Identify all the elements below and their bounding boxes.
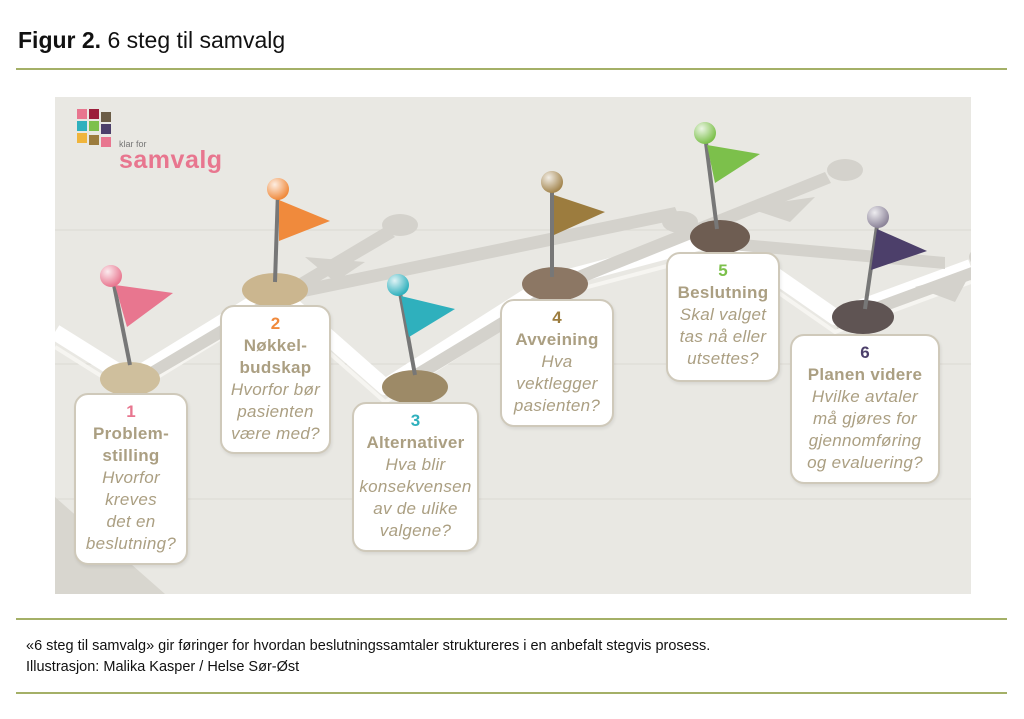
caption-top-rule <box>16 618 1007 620</box>
flag-5 <box>694 122 760 230</box>
step-number: 1 <box>126 402 136 421</box>
bottom-rule <box>16 692 1007 694</box>
step-box-3: 3 Alternativer Hva blir konsekvensen av … <box>352 402 479 552</box>
logo-subtext: klar for <box>119 139 147 149</box>
step-heading: Nøkkel- budskap <box>239 336 312 377</box>
figure-title-text: 6 steg til samvalg <box>107 27 286 53</box>
step-question: Hvorfor bør pasienten være med? <box>230 380 321 443</box>
flag-base-6 <box>832 300 894 334</box>
flag-2 <box>267 178 330 283</box>
logo-text: samvalg <box>119 146 223 174</box>
illustration: klar for samvalg 1 Problem- stilling Hvo… <box>55 97 971 594</box>
step-number: 4 <box>552 308 562 327</box>
flag-base-3 <box>382 370 448 404</box>
step-heading: Beslutning <box>677 283 769 302</box>
flag-base-2 <box>242 273 308 307</box>
caption-text: «6 steg til samvalg» gir føringer for hv… <box>26 638 711 654</box>
step-box-4: 4 Avveining Hva vektlegger pasienten? <box>500 299 614 427</box>
step-number: 2 <box>270 314 281 333</box>
samvalg-logo <box>77 109 121 156</box>
step-heading: Alternativer <box>366 433 465 452</box>
zigzag-path <box>55 229 971 395</box>
caption-credit: Illustrasjon: Malika Kasper / Helse Sør-… <box>26 659 300 675</box>
step-question: Skal valget tas nå eller utsettes? <box>679 305 767 368</box>
step-box-5: 5 Beslutning Skal valget tas nå eller ut… <box>666 252 780 382</box>
flag-base-5 <box>690 220 750 254</box>
step-number: 6 <box>860 343 870 362</box>
step-number: 3 <box>410 411 421 430</box>
flag-4 <box>541 171 605 277</box>
step-question: Hvilke avtaler må gjøres for gjennomføri… <box>807 387 923 472</box>
figure-title: Figur 2. 6 steg til samvalg <box>18 27 285 54</box>
step-heading: Avveining <box>515 330 599 349</box>
step-question: Hvorfor kreves det en beslutning? <box>85 468 177 553</box>
caption: «6 steg til samvalg» gir føringer for hv… <box>26 636 710 678</box>
step-heading: Problem- stilling <box>92 424 170 465</box>
flag-6 <box>863 206 927 310</box>
step-question: Hva vektlegger pasienten? <box>513 352 601 415</box>
flag-1 <box>100 265 173 366</box>
flag-base-1 <box>100 362 160 396</box>
step-box-6: 6 Planen videre Hvilke avtaler må gjøres… <box>790 334 940 484</box>
flag-3 <box>387 274 455 376</box>
step-question: Hva blir konsekvensen av de ulike valgen… <box>359 455 472 540</box>
top-rule <box>16 68 1007 70</box>
step-box-2: 2 Nøkkel- budskap Hvorfor bør pasienten … <box>220 305 331 454</box>
step-heading: Planen videre <box>807 365 923 384</box>
step-number: 5 <box>718 261 728 280</box>
flag-base-4 <box>522 267 588 301</box>
figure-label: Figur 2. <box>18 27 102 53</box>
logo-squares-icon <box>77 109 111 147</box>
step-box-1: 1 Problem- stilling Hvorfor kreves det e… <box>74 393 188 565</box>
path-illustration <box>55 122 971 594</box>
